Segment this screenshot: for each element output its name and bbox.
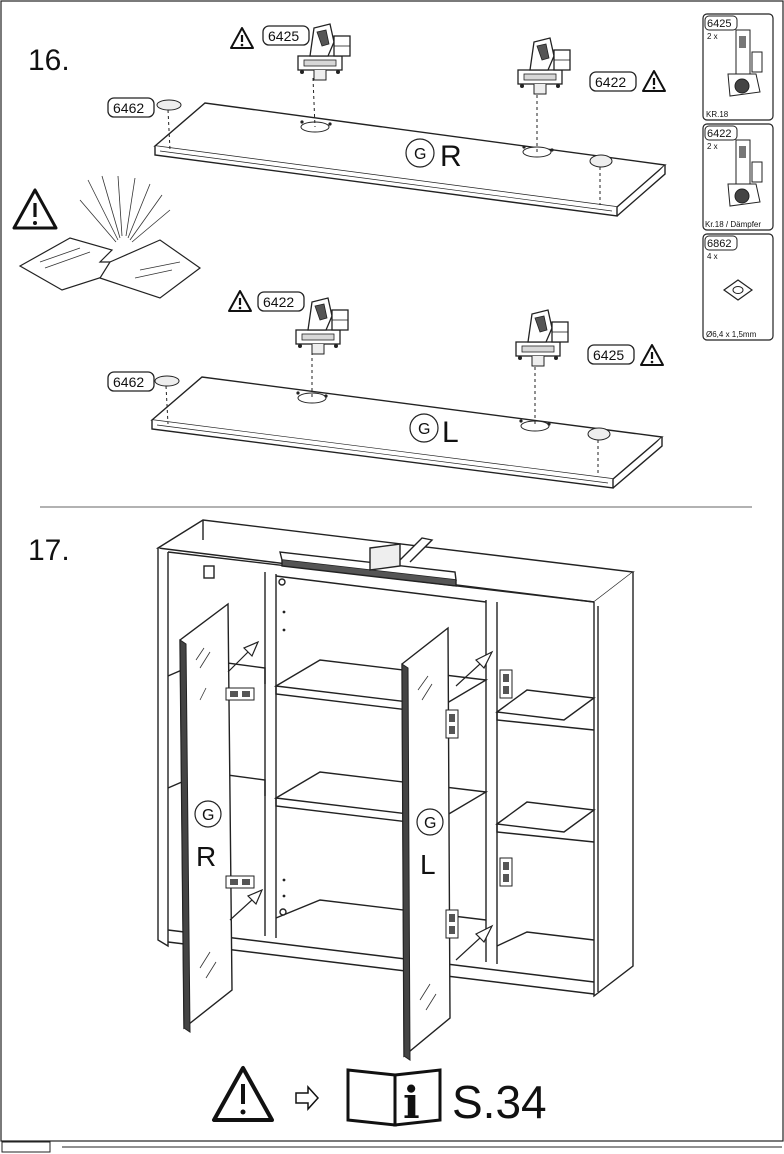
install-arrows bbox=[227, 640, 494, 961]
step-16-number: 16. bbox=[28, 44, 70, 77]
legend-caption-2: Kr.18 / Dämpfer bbox=[705, 220, 761, 229]
top-board-side-label: R bbox=[440, 140, 462, 173]
legend-part-3: 6862 bbox=[707, 238, 731, 250]
bottom-board: G L bbox=[150, 352, 664, 489]
door-right-circle-label: G bbox=[424, 815, 436, 832]
shelf-pin-holes bbox=[282, 610, 286, 898]
warning-icon bbox=[212, 1066, 274, 1122]
top-hinge-right-part: 6422 bbox=[595, 74, 626, 90]
top-board-circle-label: G bbox=[414, 146, 426, 163]
reference-page-text: S.34 bbox=[452, 1076, 547, 1128]
door-right: G L bbox=[401, 626, 451, 1061]
svg-text:i: i bbox=[403, 1078, 420, 1129]
bottom-board-side-label: L bbox=[442, 416, 459, 449]
footer-reference: i S.34 bbox=[212, 1066, 547, 1129]
legend-qty-1: 2 x bbox=[707, 32, 718, 41]
hinge-6425-bottom bbox=[515, 309, 569, 367]
door-left-circle-label: G bbox=[202, 807, 214, 824]
legend-caption-1: KR.18 bbox=[706, 110, 729, 119]
bottom-hinge-right-part: 6425 bbox=[593, 347, 624, 363]
cabinet bbox=[155, 519, 635, 998]
info-book-icon: i bbox=[346, 1068, 442, 1129]
warning-icon bbox=[639, 343, 665, 367]
bottom-hinge-left-part: 6422 bbox=[263, 294, 294, 310]
bottom-cap-part: 6462 bbox=[113, 374, 144, 390]
legend-qty-3: 4 x bbox=[707, 252, 718, 261]
bottom-board-circle-label: G bbox=[418, 421, 430, 438]
parts-legend: 6425 2 x KR.18 6422 2 x Kr.18 / Dämpfer … bbox=[702, 13, 774, 341]
breakage-warning bbox=[12, 175, 202, 299]
legend-part-2: 6422 bbox=[707, 128, 731, 140]
top-board: G R bbox=[153, 77, 667, 217]
legend-part-1: 6425 bbox=[707, 18, 731, 30]
arrow-right-icon bbox=[295, 1085, 320, 1111]
door-left-side-label: R bbox=[196, 841, 216, 872]
hinge-6422-top bbox=[517, 37, 571, 95]
step-17-number: 17. bbox=[28, 534, 70, 567]
warning-icon bbox=[227, 289, 253, 313]
top-cap-part: 6462 bbox=[113, 100, 144, 116]
legend-caption-3: Ø6,4 x 1,5mm bbox=[706, 330, 757, 339]
warning-icon bbox=[229, 26, 255, 50]
warning-icon bbox=[641, 69, 667, 93]
legend-qty-2: 2 x bbox=[707, 142, 718, 151]
door-left: G R bbox=[179, 602, 233, 1033]
door-right-side-label: L bbox=[420, 849, 436, 880]
top-hinge-left-part: 6425 bbox=[268, 28, 299, 44]
